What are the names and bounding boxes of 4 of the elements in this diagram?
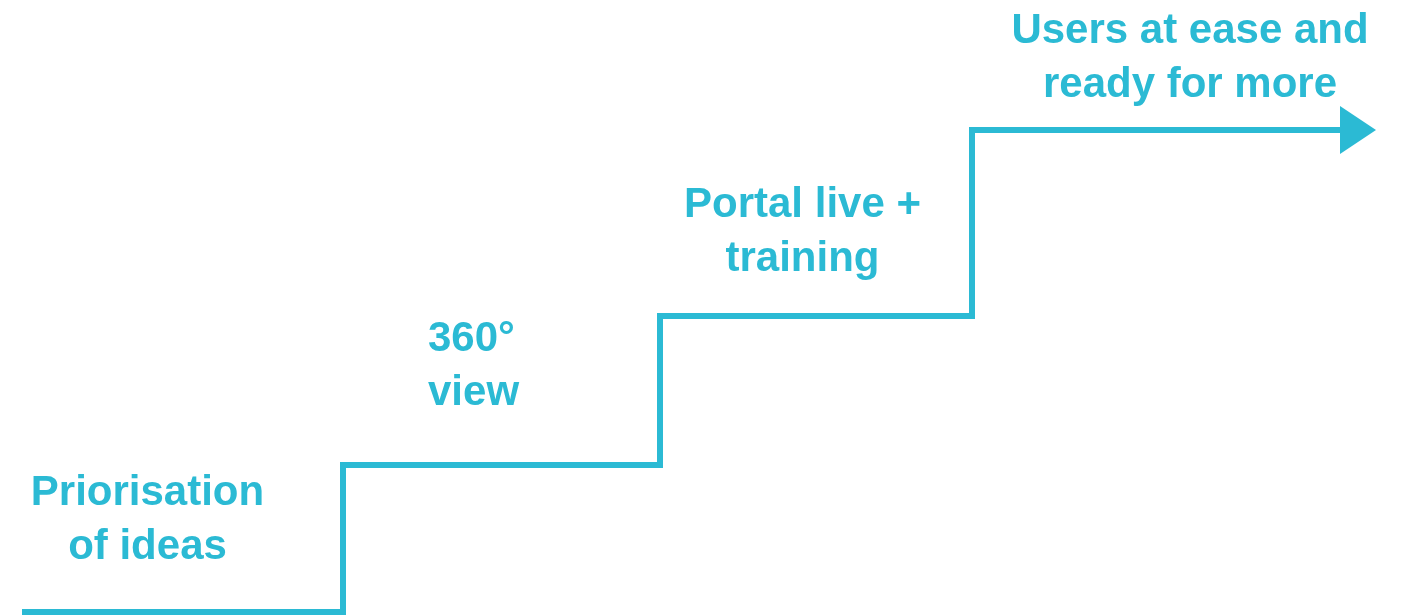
- step-label: Portal live + training: [683, 178, 922, 282]
- step-label: Priorisation of ideas: [29, 466, 266, 570]
- step-label: Users at ease and ready for more: [1010, 4, 1370, 108]
- step-label: 360° view: [428, 312, 521, 416]
